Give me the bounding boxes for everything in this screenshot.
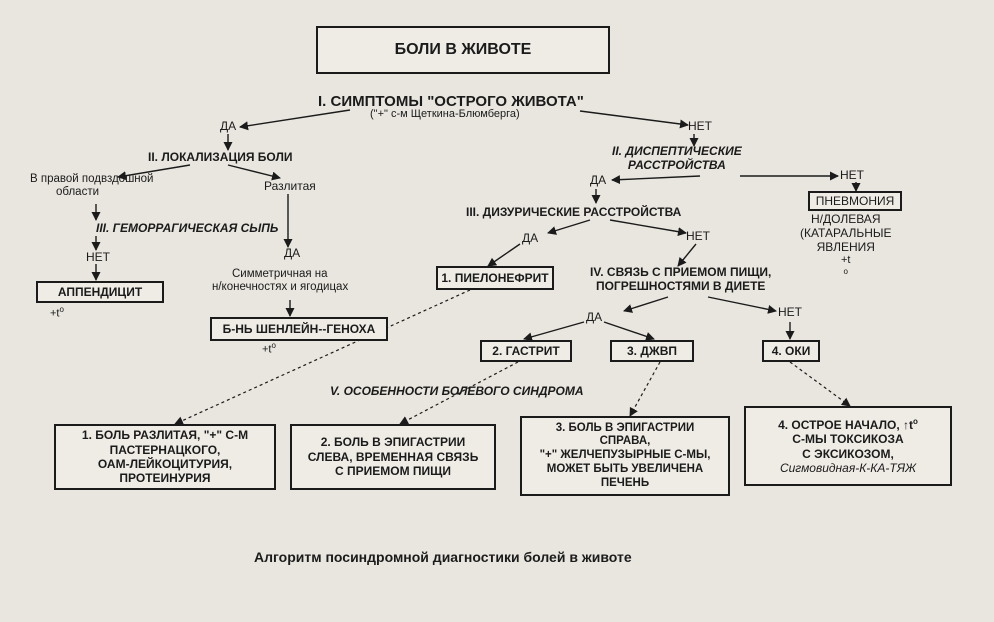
dashed-oki-b4	[789, 361, 851, 407]
dashed-pyelo-b1	[174, 289, 471, 425]
food-heading: IV. СВЯЗЬ С ПРИЕМОМ ПИЩИ, ПОГРЕШНОСТЯМИ …	[590, 265, 772, 293]
arrow-sym-no	[579, 110, 689, 129]
result-box-1: 1. БОЛЬ РАЗЛИТАЯ, "+" С-М ПАСТЕРНАЦКОГО,…	[54, 424, 276, 490]
label-diffuse: Разлитая	[264, 179, 316, 193]
arrow-no-food	[677, 243, 697, 267]
arrow-dysuric-no	[609, 219, 687, 237]
temp-appendicitis: +tо	[50, 305, 64, 320]
schonlein-box: Б-НЬ ШЕНЛЕЙН--ГЕНОХА	[210, 317, 388, 341]
label-no-dysp: НЕТ	[840, 168, 864, 182]
dysuric-heading: III. ДИЗУРИЧЕСКИЕ РАССТРОЙСТВА	[466, 205, 682, 219]
arrow-food-no	[707, 296, 777, 314]
arrow-dysuric-yes	[547, 219, 591, 235]
section-2-heading: II. ЛОКАЛИЗАЦИЯ БОЛИ	[148, 150, 293, 164]
arrow-sym-yes	[239, 109, 351, 131]
arrow-food-yes	[623, 296, 669, 313]
pyelonephritis-box: 1. ПИЕЛОНЕФРИТ	[436, 266, 554, 290]
up-arrow-icon: ↑	[903, 417, 910, 432]
label-yes-food: ДА	[586, 310, 603, 324]
arrow-dysp-yes	[611, 175, 701, 185]
appendicitis-box: АППЕНДИЦИТ	[36, 281, 164, 303]
pneumonia-box: ПНЕВМОНИЯ	[808, 191, 902, 211]
caption: Алгоритм посиндромной диагностики болей …	[254, 549, 632, 565]
label-yes-dysp: ДА	[590, 173, 607, 187]
label-no-dysuric: НЕТ	[686, 229, 710, 243]
section-5-heading: V. ОСОБЕННОСТИ БОЛЕВОГО СИНДРОМА	[330, 384, 584, 398]
arrow-yes-dzhvp	[603, 321, 655, 341]
label-yes-1: ДА	[220, 119, 237, 133]
dzhvp-box: 3. ДЖВП	[610, 340, 694, 362]
dyspeptic-heading: II. ДИСПЕПТИЧЕСКИЕ РАССТРОЙСТВА	[612, 144, 742, 172]
result-box-2: 2. БОЛЬ В ЭПИГАСТРИИ СЛЕВА, ВРЕМЕННАЯ СВ…	[290, 424, 496, 490]
label-symmetric: Симметричная на н/конечностях и ягодицах	[212, 268, 349, 294]
page-title: БОЛИ В ЖИВОТЕ	[394, 41, 532, 59]
oki-box: 4. ОКИ	[762, 340, 820, 362]
section-1-heading: I. СИМПТОМЫ "ОСТРОГО ЖИВОТА"	[318, 93, 584, 110]
label-right-region: В правой подвздошной области	[30, 173, 154, 199]
arrow-loc-right	[117, 164, 191, 181]
label-no-rash: НЕТ	[86, 250, 110, 264]
gastritis-box: 2. ГАСТРИТ	[480, 340, 572, 362]
arrow-loc-diffuse	[227, 164, 281, 181]
label-yes-rash: ДА	[284, 246, 301, 260]
result-box-3: 3. БОЛЬ В ЭПИГАСТРИИ СПРАВА, "+" ЖЕЛЧЕПУ…	[520, 416, 730, 496]
label-no-food: НЕТ	[778, 305, 802, 319]
arrow-yes-gastritis	[523, 321, 585, 342]
title-box: БОЛИ В ЖИВОТЕ	[316, 26, 610, 74]
section-1-sub: ("+" с-м Щеткина-Блюмберга)	[370, 108, 520, 120]
label-yes-dysuric: ДА	[522, 231, 539, 245]
dashed-dzhvp-b3	[629, 361, 661, 417]
label-no-1: НЕТ	[688, 119, 712, 133]
section-3-rash-heading: III. ГЕМОРРАГИЧЕСКАЯ СЫПЬ	[96, 221, 279, 235]
temp-schonlein: +tо	[262, 341, 276, 356]
dashed-gastritis-b2	[399, 361, 519, 425]
arrow-yes-pyelo	[487, 243, 521, 267]
result-box-4: 4. ОСТРОЕ НАЧАЛО, ↑tо С-МЫ ТОКСИКОЗА С Э…	[744, 406, 952, 486]
